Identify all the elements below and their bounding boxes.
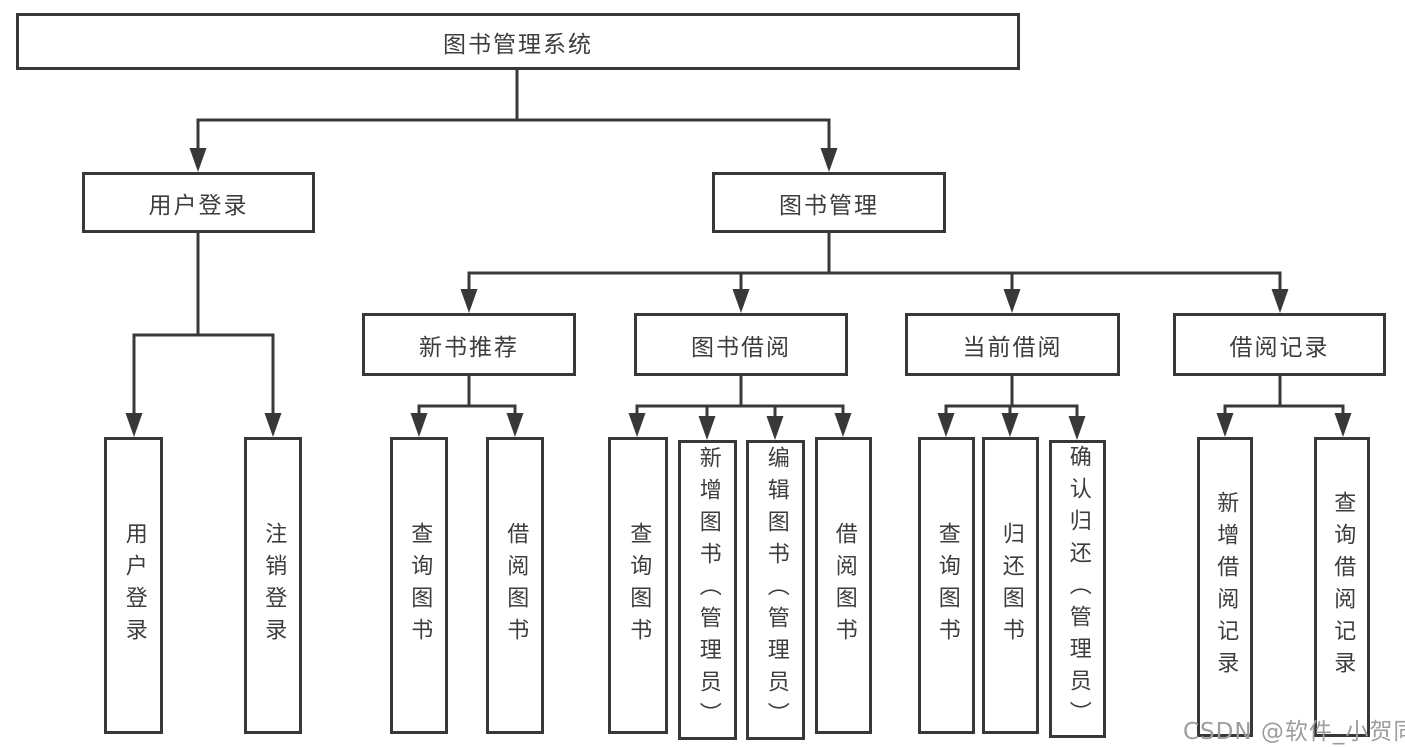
- leaf-query-books-current: 查询图书: [918, 437, 975, 734]
- connector-newbook-children: [417, 376, 517, 421]
- leaf-user-login-label: 用户登录: [121, 521, 147, 650]
- connector-bookborrow-children: [635, 376, 845, 424]
- leaf-logout-label: 注销登录: [261, 521, 287, 650]
- leaf-query-borrow-record-label: 查询借阅记录: [1330, 491, 1356, 683]
- node-current-borrow-label: 当前借阅: [962, 334, 1063, 361]
- leaf-add-book-admin: 新增图书（管理员）: [678, 440, 737, 740]
- node-book-management-label: 图书管理: [779, 192, 879, 219]
- leaf-return-book-label: 归还图书: [998, 521, 1024, 650]
- leaf-query-books-current-label: 查询图书: [934, 521, 960, 650]
- connector-borrowrecords-children: [1223, 376, 1345, 421]
- node-book-borrow-label: 图书借阅: [691, 334, 791, 361]
- leaf-add-book-admin-label: 新增图书（管理员）: [695, 446, 721, 734]
- leaf-return-book: 归还图书: [982, 437, 1039, 734]
- leaf-add-borrow-record: 新增借阅记录: [1197, 437, 1253, 737]
- node-new-book-recommend-label: 新书推荐: [419, 334, 519, 361]
- csdn-watermark: CSDN @软件_小贺同学: [1183, 719, 1405, 745]
- node-current-borrow: 当前借阅: [905, 313, 1120, 376]
- leaf-confirm-return-admin: 确认归还（管理员）: [1049, 440, 1106, 738]
- leaf-borrow-books-recommend: 借阅图书: [486, 437, 544, 734]
- leaf-query-borrow-record: 查询借阅记录: [1314, 437, 1370, 737]
- connector-bookmgmt-to-level3: [467, 233, 1282, 298]
- node-user-login: 用户登录: [82, 172, 315, 233]
- leaf-user-login: 用户登录: [104, 437, 163, 734]
- leaf-logout: 注销登录: [244, 437, 302, 734]
- leaf-edit-book-admin-label: 编辑图书（管理员）: [763, 446, 789, 734]
- leaf-borrow-books-borrow: 借阅图书: [815, 437, 872, 734]
- node-borrow-records-label: 借阅记录: [1229, 334, 1330, 361]
- leaf-query-books-recommend: 查询图书: [390, 437, 448, 734]
- node-root-label: 图书管理系统: [443, 31, 593, 58]
- node-new-book-recommend: 新书推荐: [362, 313, 576, 376]
- arrowheads: [125, 148, 1352, 440]
- leaf-query-books-borrow: 查询图书: [608, 437, 668, 734]
- node-user-login-label: 用户登录: [148, 192, 249, 219]
- connector-root-to-level2: [196, 70, 831, 158]
- leaf-edit-book-admin: 编辑图书（管理员）: [746, 440, 805, 740]
- leaf-query-books-recommend-label: 查询图书: [407, 521, 433, 650]
- node-borrow-records: 借阅记录: [1173, 313, 1386, 376]
- leaf-borrow-books-recommend-label: 借阅图书: [503, 521, 529, 650]
- leaf-add-borrow-record-label: 新增借阅记录: [1213, 491, 1239, 683]
- leaf-borrow-books-borrow-label: 借阅图书: [831, 521, 857, 650]
- leaf-query-books-borrow-label: 查询图书: [626, 521, 652, 650]
- node-book-borrow: 图书借阅: [634, 313, 848, 376]
- node-book-management: 图书管理: [712, 172, 946, 233]
- connector-userlogin-children: [132, 233, 275, 421]
- node-root: 图书管理系统: [16, 13, 1020, 70]
- leaf-confirm-return-admin-label: 确认归还（管理员）: [1065, 445, 1091, 733]
